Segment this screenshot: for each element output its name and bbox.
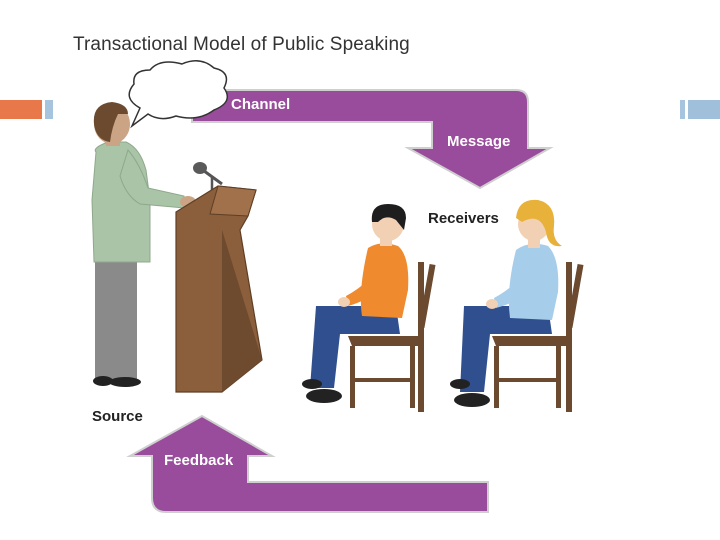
speaker-hair bbox=[93, 102, 128, 142]
speaker-legs bbox=[95, 258, 137, 380]
channel-message-arrow: Channel Message bbox=[191, 89, 554, 190]
chair-2 bbox=[492, 262, 584, 412]
slide-title: Transactional Model of Public Speaking bbox=[73, 34, 410, 55]
accent-bar-right bbox=[688, 100, 720, 119]
chair-1 bbox=[348, 262, 436, 412]
feedback-arrow: Feedback bbox=[126, 414, 489, 513]
channel-label: Channel bbox=[231, 96, 290, 113]
accent-bar-left-small bbox=[45, 100, 53, 119]
speaker-figure bbox=[91, 102, 196, 387]
receiver-figure-1 bbox=[302, 204, 409, 403]
speech-bubble-icon bbox=[128, 60, 229, 129]
lectern bbox=[175, 185, 263, 393]
message-label: Message bbox=[447, 133, 510, 150]
accent-bar-left bbox=[0, 100, 42, 119]
receiver-figure-2 bbox=[450, 199, 562, 407]
receivers-label: Receivers bbox=[428, 210, 499, 227]
source-label: Source bbox=[92, 408, 143, 425]
feedback-label: Feedback bbox=[164, 452, 234, 469]
speaker-shoe-left bbox=[93, 376, 113, 386]
speaker-shoe-right bbox=[109, 377, 141, 387]
accent-bar-right-small bbox=[680, 100, 685, 119]
